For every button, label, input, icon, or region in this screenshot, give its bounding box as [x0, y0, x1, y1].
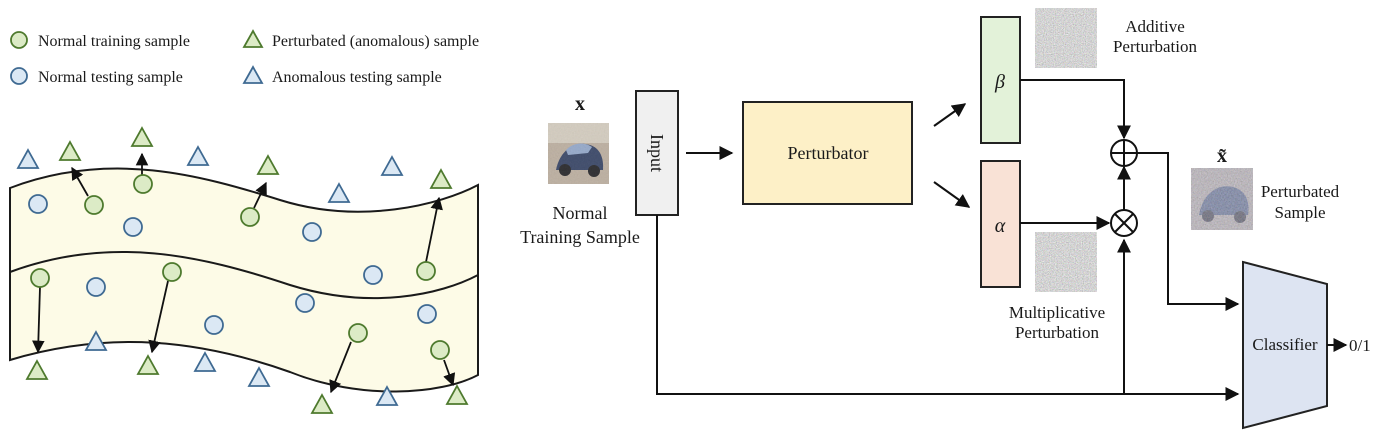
legend-blue-triangle-icon: [242, 65, 264, 84]
perturbated-point: [130, 126, 154, 147]
perturbated-points: [25, 126, 469, 414]
normal-testing-point: [363, 265, 383, 285]
output-label: 0/1: [1349, 336, 1371, 355]
perturbated-point: [256, 154, 280, 175]
arrow-to-alpha: [933, 181, 971, 208]
pipeline-diagram: x Normal Training Sample Input Perturbat…: [520, 8, 1371, 430]
car-image: [548, 123, 609, 184]
legend-green-triangle-icon: [242, 29, 264, 48]
additive-noise-image: [1035, 8, 1097, 68]
anomalous-testing-point: [193, 351, 217, 372]
perturbation-arrows: [32, 152, 456, 394]
anomalous-testing-point: [186, 145, 210, 166]
arrow-input-to-classifier: [656, 215, 1240, 401]
multiplicative-noise-image: [1035, 232, 1097, 292]
xtilde-label: x̃: [1217, 145, 1227, 167]
normal-training-line2: Training Sample: [520, 227, 640, 247]
additive-line1: Additive: [1125, 17, 1185, 36]
legend: Normal training sample Normal testing sa…: [10, 29, 479, 86]
perturbated-line1: Perturbated: [1261, 182, 1340, 201]
perturbated-point: [429, 168, 453, 189]
normal-training-point: [348, 323, 368, 343]
normal-testing-point: [86, 277, 106, 297]
normal-training-point: [430, 340, 450, 360]
perturbated-point: [136, 354, 160, 375]
legend-blue-circle-icon: [10, 67, 28, 85]
anomalous-testing-points: [16, 145, 404, 406]
normal-training-line1: Normal: [553, 203, 608, 223]
anomalous-testing-point: [84, 330, 108, 351]
multiplicative-line1: Multiplicative: [1009, 303, 1105, 322]
legend-perturbated-label: Perturbated (anomalous) sample: [272, 33, 479, 50]
perturbated-sample-image: [1191, 168, 1253, 230]
multiplicative-line2: Perturbation: [1015, 323, 1100, 342]
legend-normal-training-label: Normal training sample: [38, 33, 190, 50]
manifold-band: [9, 167, 479, 393]
perturbated-point: [58, 140, 82, 161]
normal-testing-point: [204, 315, 224, 335]
arrow-to-beta: [933, 103, 967, 127]
normal-testing-point: [417, 304, 437, 324]
perturbated-point: [310, 393, 334, 414]
perturbated-line2: Sample: [1275, 203, 1326, 222]
anomalous-testing-point: [327, 182, 351, 203]
x-label: x: [575, 93, 585, 115]
input-box: [635, 90, 679, 216]
normal-training-point: [30, 268, 50, 288]
normal-testing-point: [123, 217, 143, 237]
normal-testing-point: [295, 293, 315, 313]
normal-testing-point: [28, 194, 48, 214]
manifold-middle-curve: [9, 250, 479, 300]
anomalous-testing-point: [247, 366, 271, 387]
additive-line2: Perturbation: [1113, 37, 1198, 56]
manifold-illustration: [9, 126, 479, 414]
perturbator-box: [742, 101, 913, 205]
arrow-beta-to-plus: [1020, 79, 1131, 140]
add-operator-icon: [1110, 139, 1138, 167]
perturbated-point: [25, 359, 49, 380]
normal-training-point: [240, 207, 260, 227]
multiply-operator-icon: [1110, 209, 1138, 237]
arrow-plus-to-classifier: [1137, 152, 1240, 311]
input-label: Input: [647, 134, 667, 172]
normal-training-point: [84, 195, 104, 215]
anomalous-testing-point: [16, 148, 40, 169]
alpha-label: α: [995, 215, 1006, 237]
anomalous-testing-point: [375, 385, 399, 406]
legend-green-circle-icon: [10, 31, 28, 49]
beta-label: β: [994, 71, 1005, 93]
beta-box: [980, 16, 1021, 144]
alpha-box: [980, 160, 1021, 288]
legend-anomalous-testing-label: Anomalous testing sample: [272, 69, 442, 86]
normal-testing-point: [302, 222, 322, 242]
classifier-label: Classifier: [1252, 335, 1317, 354]
normal-testing-points: [28, 194, 437, 335]
normal-training-point: [416, 261, 436, 281]
normal-training-points: [30, 174, 450, 360]
legend-normal-testing-label: Normal testing sample: [38, 69, 183, 86]
perturbated-point: [445, 384, 469, 405]
normal-training-point: [133, 174, 153, 194]
normal-training-point: [162, 262, 182, 282]
anomalous-testing-point: [380, 155, 404, 176]
perturbator-label: Perturbator: [788, 143, 869, 163]
classifier-box: [1242, 260, 1328, 430]
